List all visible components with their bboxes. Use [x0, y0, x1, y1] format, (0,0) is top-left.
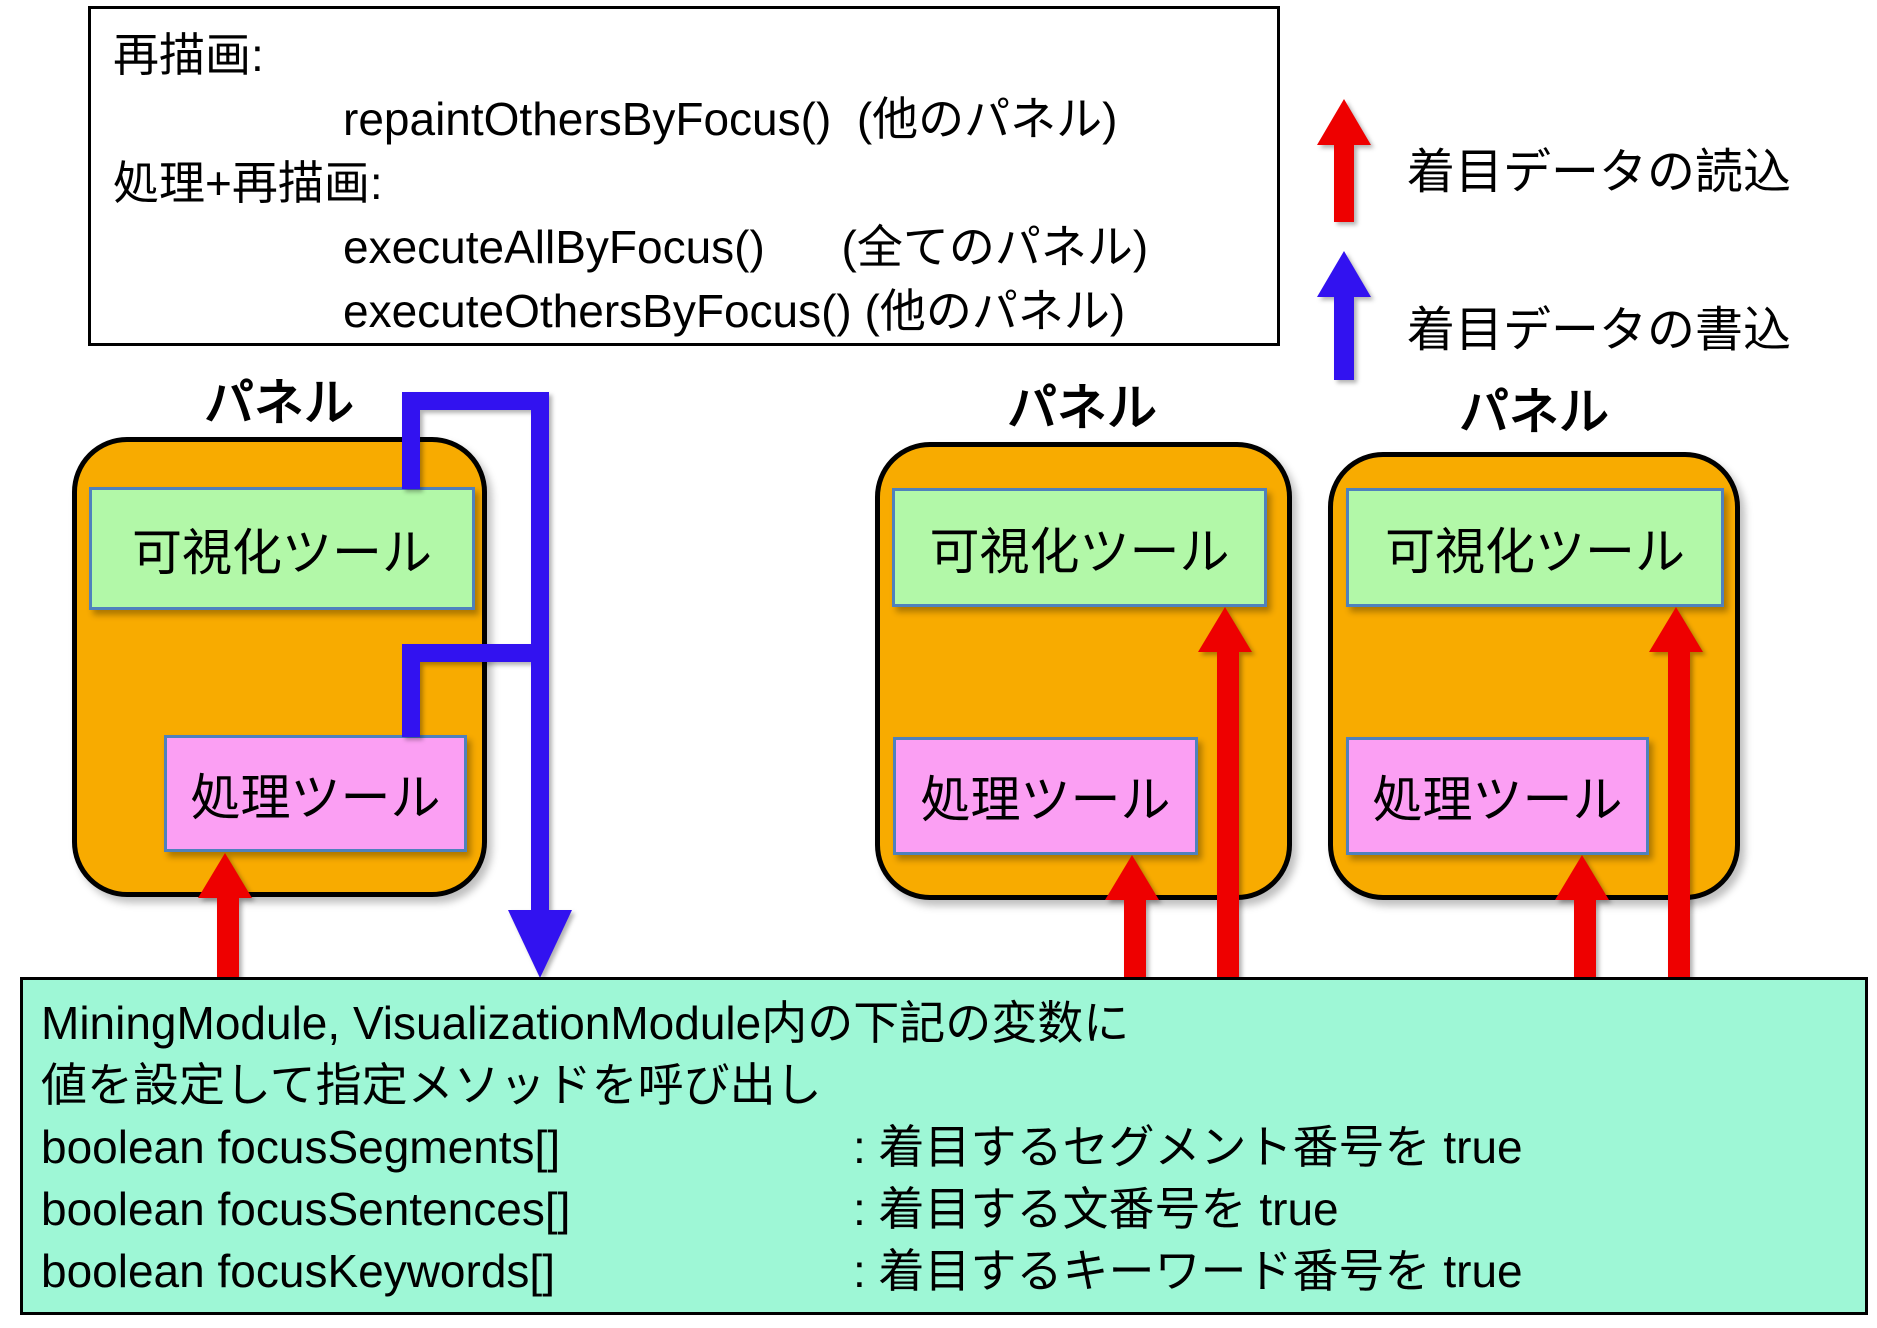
legend-read-label: 着目データの読込	[1407, 146, 1792, 199]
panel-label-1: パネル	[204, 375, 354, 431]
panel-2: 可視化ツール 処理ツール	[875, 442, 1292, 900]
panel-label-2: パネル	[1007, 380, 1157, 436]
var-row-sentences: boolean focusSentences[] : 着目する文番号を true	[41, 1178, 1865, 1240]
write-connector-mid-bar	[402, 644, 549, 662]
proc-tool-label-1: 処理ツール	[190, 769, 441, 826]
write-connector-viz-riser	[402, 392, 420, 489]
panel-label-3: パネル	[1459, 384, 1609, 440]
var-desc-sentences: : 着目する文番号を true	[853, 1183, 1339, 1235]
legend-write-label: 着目データの書込	[1407, 304, 1792, 357]
viz-tool-label-2: 可視化ツール	[929, 523, 1230, 580]
var-decl-segments: boolean focusSegments[]	[41, 1121, 561, 1173]
var-decl-sentences: boolean focusSentences[]	[41, 1183, 571, 1235]
var-row-keywords: boolean focusKeywords[] : 着目するキーワード番号を tr…	[41, 1240, 1865, 1302]
write-connector-top-bar	[402, 392, 549, 410]
method-list-box: 再描画: repaintOthersByFocus() (他のパネル) 処理+再…	[88, 6, 1280, 346]
viz-tool-box-3: 可視化ツール	[1346, 488, 1724, 607]
module-line-1: MiningModule, VisualizationModule内の下記の変数…	[41, 997, 1130, 1049]
panel-3: 可視化ツール 処理ツール	[1328, 452, 1740, 900]
code-line-repaint-others: repaintOthersByFocus() (他のパネル)	[343, 93, 1118, 145]
code-line-process-header: 処理+再描画:	[113, 157, 383, 209]
code-line-execute-all: executeAllByFocus() (全てのパネル)	[343, 221, 1149, 273]
var-desc-keywords: : 着目するキーワード番号を true	[853, 1245, 1523, 1297]
proc-tool-label-2: 処理ツール	[920, 772, 1171, 828]
viz-tool-label-1: 可視化ツール	[132, 524, 432, 581]
proc-tool-box-1: 処理ツール	[164, 735, 467, 852]
proc-tool-label-3: 処理ツール	[1372, 772, 1623, 828]
code-line-repaint-header: 再描画:	[113, 29, 264, 81]
write-arrowhead-icon	[508, 910, 572, 978]
var-decl-keywords: boolean focusKeywords[]	[41, 1245, 555, 1297]
proc-tool-box-3: 処理ツール	[1346, 737, 1649, 855]
var-desc-segments: : 着目するセグメント番号を true	[853, 1121, 1523, 1173]
write-connector-proc-drop	[402, 662, 420, 737]
viz-tool-box-1: 可視化ツール	[89, 487, 475, 610]
var-row-segments: boolean focusSegments[] : 着目するセグメント番号を tr…	[41, 1116, 1865, 1178]
panel-1: 可視化ツール 処理ツール	[72, 437, 487, 897]
viz-tool-label-3: 可視化ツール	[1385, 523, 1685, 580]
module-line-2: 値を設定して指定メソッドを呼び出し	[41, 1059, 822, 1111]
code-line-execute-others: executeOthersByFocus() (他のパネル)	[343, 285, 1126, 337]
module-box: MiningModule, VisualizationModule内の下記の変数…	[20, 977, 1868, 1315]
viz-tool-box-2: 可視化ツール	[892, 488, 1267, 607]
proc-tool-box-2: 処理ツール	[893, 737, 1198, 855]
